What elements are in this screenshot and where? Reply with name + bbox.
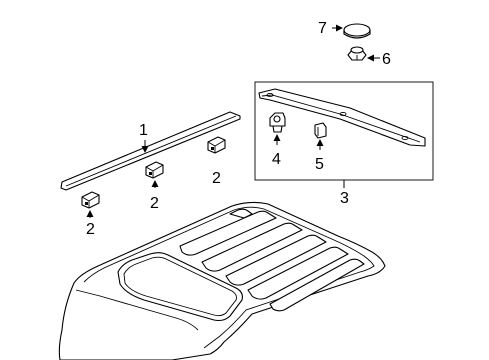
callout-7: 7 <box>318 20 327 37</box>
clip-part-5 <box>314 122 327 139</box>
roof-panel-part <box>58 201 386 360</box>
clip-part-2-right <box>207 136 226 154</box>
callout-5: 5 <box>315 156 324 173</box>
clip-part-2-middle <box>145 161 164 179</box>
roof-molding-strip-part <box>60 111 241 191</box>
callout-3: 3 <box>340 190 349 207</box>
callout-2-right: 2 <box>212 170 221 187</box>
callout-2-left: 2 <box>86 221 95 238</box>
spoiler-crossbar-part <box>258 88 426 147</box>
callout-6: 6 <box>382 51 391 68</box>
callout-4: 4 <box>272 151 281 168</box>
callout-1: 1 <box>139 122 148 139</box>
bolt-part <box>269 112 286 133</box>
callout-2-middle: 2 <box>150 195 159 212</box>
plug-cap-part <box>343 23 371 39</box>
clip-part-2-left <box>81 191 100 209</box>
nut-part <box>347 46 367 61</box>
